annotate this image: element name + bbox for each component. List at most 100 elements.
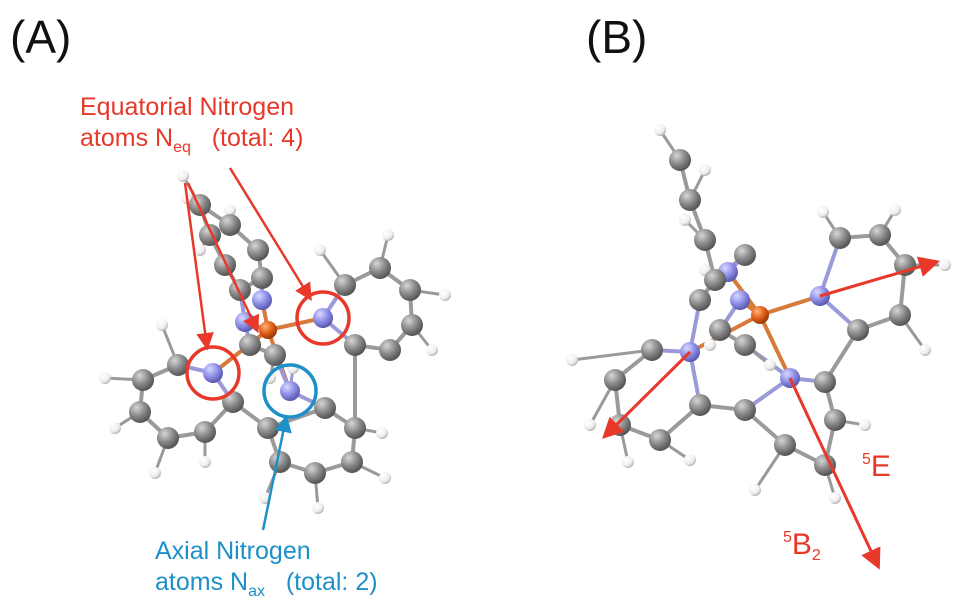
carbon-atom — [194, 421, 216, 443]
hydrogen-atom — [224, 204, 236, 216]
axial-line2: atoms Nax (total: 2) — [155, 567, 378, 602]
carbon-atom — [401, 314, 423, 336]
hydrogen-atom — [829, 492, 841, 504]
carbon-atom — [314, 397, 336, 419]
carbon-atom — [694, 229, 716, 251]
hydrogen-atom — [194, 244, 206, 256]
mode-5e-label: 5E — [862, 448, 891, 486]
panel-b-atoms — [566, 124, 951, 504]
mode-arrow-right — [819, 256, 941, 298]
mode-5b2-sub: 2 — [811, 547, 821, 564]
carbon-atom — [704, 269, 726, 291]
hydrogen-atom — [426, 344, 438, 356]
equatorial-arrow-3 — [228, 167, 312, 301]
axial-nitrogen-label: Axial Nitrogen atoms Nax (total: 2) — [155, 536, 378, 602]
hydrogen-atom — [382, 229, 394, 241]
carbon-atom — [604, 369, 626, 391]
carbon-atom — [679, 189, 701, 211]
nitrogen-atom — [252, 290, 272, 310]
iron-atom — [751, 306, 769, 324]
hydrogen-atom — [919, 344, 931, 356]
carbon-atom — [214, 254, 236, 276]
equatorial-arrow-1 — [183, 182, 214, 351]
hydrogen-atom — [817, 206, 829, 218]
axial-line1: Axial Nitrogen — [155, 537, 311, 565]
carbon-atom — [774, 434, 796, 456]
carbon-atom — [251, 267, 273, 289]
panel-a-atoms — [99, 170, 451, 514]
carbon-atom — [341, 451, 363, 473]
hydrogen-atom — [199, 456, 211, 468]
equatorial-line2: atoms Neq (total: 4) — [80, 123, 303, 158]
axial-prefix: atoms N — [155, 568, 249, 597]
carbon-atom — [824, 409, 846, 431]
hydrogen-atom — [379, 472, 391, 484]
nitrogen-atom — [730, 290, 750, 310]
equatorial-line1: Equatorial Nitrogen — [80, 93, 295, 121]
carbon-atom — [157, 427, 179, 449]
carbon-atom — [334, 274, 356, 296]
hydrogen-atom — [99, 372, 111, 384]
hydrogen-atom — [156, 319, 168, 331]
hydrogen-atom — [177, 170, 189, 182]
carbon-atom — [344, 334, 366, 356]
equatorial-n-circle-right — [295, 290, 351, 346]
hydrogen-atom — [376, 427, 388, 439]
equatorial-arrow-2 — [186, 182, 259, 334]
hydrogen-atom — [149, 467, 161, 479]
hydrogen-atom — [699, 164, 711, 176]
nitrogen-atom — [203, 363, 223, 383]
carbon-atom — [814, 454, 836, 476]
nitrogen-atom — [280, 381, 300, 401]
carbon-atom — [129, 401, 151, 423]
carbon-atom — [829, 227, 851, 249]
carbon-atom — [132, 369, 154, 391]
hydrogen-atom — [654, 124, 666, 136]
bond — [211, 328, 270, 375]
hydrogen-atom — [622, 456, 634, 468]
hydrogen-atom — [566, 354, 578, 366]
carbon-atom — [709, 319, 731, 341]
carbon-atom — [399, 279, 421, 301]
hydrogen-atom — [109, 422, 121, 434]
hydrogen-atom — [679, 214, 691, 226]
carbon-atom — [379, 339, 401, 361]
hydrogen-atom — [314, 244, 326, 256]
mode-arrow-down — [788, 377, 881, 570]
carbon-atom — [609, 414, 631, 436]
carbon-atom — [167, 354, 189, 376]
carbon-atom — [219, 214, 241, 236]
bond — [758, 294, 822, 317]
bond — [758, 313, 792, 380]
hydrogen-atom — [889, 204, 901, 216]
mode-5b2-base: B — [791, 528, 812, 561]
mode-5e-base: E — [870, 450, 891, 483]
carbon-atom — [889, 304, 911, 326]
carbon-atom — [734, 244, 756, 266]
equatorial-suffix: (total: 4) — [211, 124, 304, 153]
equatorial-prefix: atoms N — [80, 124, 174, 153]
carbon-atom — [189, 194, 211, 216]
nitrogen-atom — [313, 308, 333, 328]
carbon-atom — [669, 149, 691, 171]
mode-5b2-label: 5B2 — [783, 526, 821, 566]
carbon-atom — [229, 279, 251, 301]
hydrogen-atom — [764, 359, 776, 371]
carbon-atom — [641, 339, 663, 361]
carbon-atom — [847, 319, 869, 341]
carbon-atom — [264, 344, 286, 366]
carbon-atom — [734, 399, 756, 421]
mode-5b2-sup: 5 — [783, 529, 792, 546]
hydrogen-atom — [439, 289, 451, 301]
axial-arrow — [261, 414, 292, 531]
hydrogen-atom — [312, 502, 324, 514]
carbon-atom — [689, 289, 711, 311]
carbon-atom — [269, 451, 291, 473]
hydrogen-atom — [749, 484, 761, 496]
carbon-atom — [247, 239, 269, 261]
hydrogen-atom — [939, 259, 951, 271]
axial-suffix: (total: 2) — [285, 568, 378, 597]
mode-5e-sup: 5 — [862, 451, 871, 468]
